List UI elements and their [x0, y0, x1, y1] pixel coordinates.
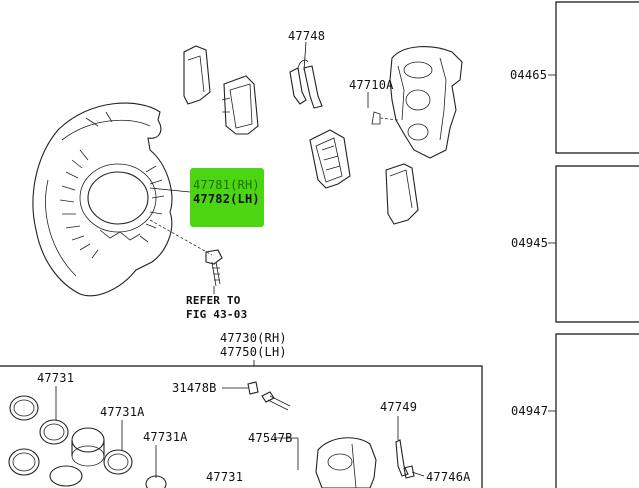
label-47749[interactable]: 47749: [380, 400, 417, 414]
refer-to-text: REFER TO: [186, 294, 241, 307]
bleeder-cap-drawing: [247, 381, 259, 395]
caliper-assembly-box: [0, 365, 483, 488]
label-47731a-first[interactable]: 47731A: [100, 405, 145, 419]
label-47731-bottom[interactable]: 47731: [206, 470, 243, 484]
label-47731a-second[interactable]: 47731A: [143, 430, 188, 444]
label-47710a[interactable]: 47710A: [349, 78, 394, 92]
label-04945[interactable]: 04945: [511, 236, 548, 250]
brake-pad-drawing-3: [309, 129, 351, 189]
label-31478b[interactable]: 31478B: [172, 381, 217, 395]
label-47748[interactable]: 47748: [288, 29, 325, 43]
kit-box-04465: [555, 1, 639, 154]
label-47782-lh[interactable]: 47782(LH): [193, 192, 260, 206]
caliper-lower-drawing: [315, 437, 377, 488]
piston-drawing-2: [49, 465, 83, 487]
piston-seal-drawing-2: [39, 419, 69, 445]
anti-squeal-spring-drawing: [289, 59, 323, 109]
piston-seal-drawing-4: [103, 449, 133, 475]
label-47547b[interactable]: 47547B: [248, 431, 293, 445]
pad-shim-drawing: [385, 163, 419, 225]
label-47730-rh[interactable]: 47730(RH): [220, 331, 287, 345]
caliper-upper-drawing: [371, 46, 463, 159]
pad-support-plate-drawing: [395, 439, 409, 477]
brake-pad-drawing-1: [183, 45, 211, 105]
figure-reference-link[interactable]: FIG 43-03: [186, 308, 247, 321]
label-47750-lh[interactable]: 47750(LH): [220, 345, 287, 359]
brake-pad-drawing-2: [221, 75, 259, 135]
leader-lines: [55, 41, 556, 478]
bleeder-plug-drawing: [261, 391, 291, 411]
piston-seal-drawing-3: [8, 448, 40, 476]
highlight-47781-47782: [190, 168, 264, 227]
piston-seal-drawing-1: [9, 395, 39, 421]
label-04465[interactable]: 04465: [510, 68, 547, 82]
kit-box-04947: [555, 333, 639, 488]
label-04947[interactable]: 04947: [511, 404, 548, 418]
kit-box-04945: [555, 165, 639, 323]
label-47731-top[interactable]: 47731: [37, 371, 74, 385]
pad-shim-kit-drawing: [403, 465, 415, 479]
dust-shield-drawing: [32, 102, 173, 297]
label-47781-rh[interactable]: 47781(RH): [193, 178, 260, 192]
piston-drawing-1: [71, 427, 105, 467]
bolt-drawing: [149, 219, 223, 287]
label-47746a[interactable]: 47746A: [426, 470, 471, 484]
